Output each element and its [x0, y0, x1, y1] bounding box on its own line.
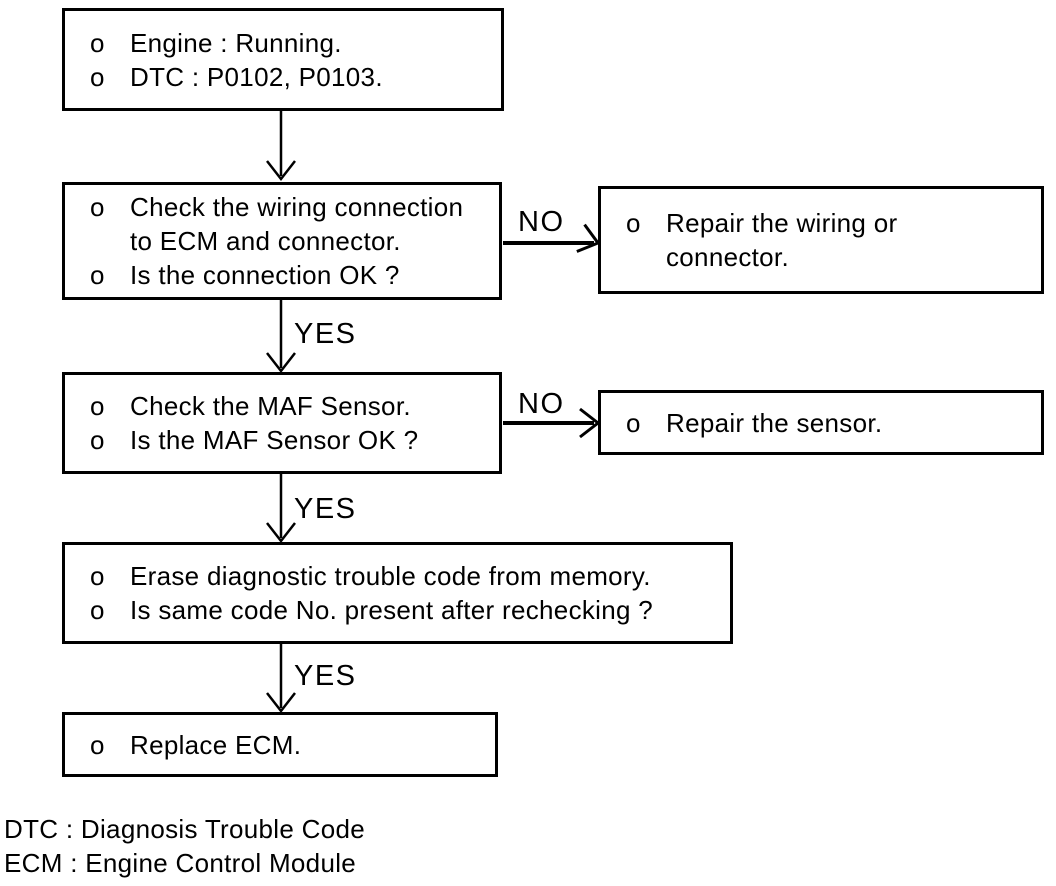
- list-item: o Repair the sensor.: [626, 406, 1035, 440]
- list-item: o Check the wiring connection to ECM and…: [90, 190, 493, 258]
- check-wiring-line-1: Check the wiring connection to ECM and c…: [130, 192, 464, 256]
- list-item: o Engine : Running.: [90, 26, 495, 60]
- bullet-marker: o: [90, 192, 105, 222]
- flow-box-start: o Engine : Running. o DTC : P0102, P0103…: [62, 8, 504, 111]
- branch-label-yes-2: YES: [294, 493, 357, 525]
- abbreviation-legend: DTC : Diagnosis Trouble Code ECM : Engin…: [4, 812, 365, 880]
- bullet-marker: o: [90, 561, 105, 591]
- footnote-dtc: DTC : Diagnosis Trouble Code: [4, 814, 365, 844]
- branch-label-no-1: NO: [518, 206, 565, 238]
- check-maf-line-2: Is the MAF Sensor OK ?: [130, 425, 419, 455]
- flow-box-check-maf: o Check the MAF Sensor. o Is the MAF Sen…: [62, 372, 502, 474]
- yes-arrow-1: [266, 300, 296, 374]
- list-item: o DTC : P0102, P0103.: [90, 60, 495, 94]
- list-item: o Repair the wiring or connector.: [626, 206, 1035, 274]
- flow-box-repair-sensor: o Repair the sensor.: [598, 390, 1044, 455]
- branch-label-yes-1: YES: [294, 318, 357, 350]
- list-item: o Replace ECM.: [90, 728, 489, 762]
- flow-box-repair-wiring: o Repair the wiring or connector.: [598, 186, 1044, 294]
- bullet-marker: o: [90, 729, 105, 760]
- check-wiring-line-2: Is the connection OK ?: [130, 260, 400, 290]
- replace-ecm-line-1: Replace ECM.: [130, 729, 302, 760]
- check-maf-line-1: Check the MAF Sensor.: [130, 391, 411, 421]
- bullet-marker: o: [626, 208, 641, 238]
- branch-label-yes-3: YES: [294, 660, 357, 692]
- down-arrow-start: [266, 111, 296, 182]
- list-item: o Erase diagnostic trouble code from mem…: [90, 559, 724, 593]
- flow-box-replace-ecm: o Replace ECM.: [62, 712, 498, 777]
- bullet-marker: o: [626, 407, 641, 438]
- repair-sensor-line-1: Repair the sensor.: [666, 407, 883, 438]
- yes-arrow-2: [266, 474, 296, 544]
- bullet-marker: o: [90, 391, 105, 421]
- flow-box-start-line-1: Engine : Running.: [130, 27, 342, 58]
- flow-box-check-wiring: o Check the wiring connection to ECM and…: [62, 182, 502, 300]
- branch-label-no-2: NO: [518, 388, 565, 420]
- bullet-marker: o: [90, 260, 105, 290]
- bullet-marker: o: [90, 595, 105, 625]
- flow-box-start-line-2: DTC : P0102, P0103.: [130, 61, 383, 92]
- repair-wiring-line-1: Repair the wiring or connector.: [666, 208, 898, 272]
- bullet-marker: o: [90, 61, 105, 92]
- flow-box-erase-dtc: o Erase diagnostic trouble code from mem…: [62, 542, 733, 644]
- list-item: o Is the MAF Sensor OK ?: [90, 423, 493, 457]
- yes-arrow-3: [266, 644, 296, 714]
- list-item: o Check the MAF Sensor.: [90, 389, 493, 423]
- erase-dtc-line-1: Erase diagnostic trouble code from memor…: [130, 561, 651, 591]
- bullet-marker: o: [90, 425, 105, 455]
- footnote-ecm: ECM : Engine Control Module: [4, 848, 357, 878]
- list-item: o Is same code No. present after recheck…: [90, 593, 724, 627]
- erase-dtc-line-2: Is same code No. present after recheckin…: [130, 595, 654, 625]
- bullet-marker: o: [90, 27, 105, 58]
- list-item: o Is the connection OK ?: [90, 258, 493, 292]
